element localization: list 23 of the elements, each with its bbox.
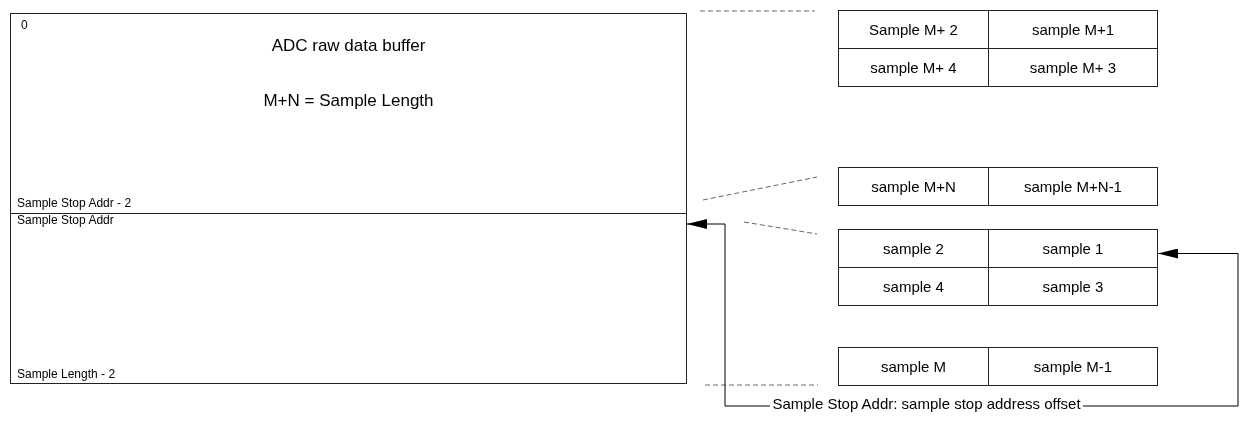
offset-note: Sample Stop Addr: sample stop address offset (772, 395, 1081, 417)
sample-cell: sample M (838, 347, 989, 386)
buffer-heading: ADC raw data buffer (270, 36, 427, 56)
sample-cell: Sample M+ 2 (838, 10, 989, 49)
sample-cell: sample 4 (838, 267, 989, 306)
sample-cell: sample M+N (838, 167, 989, 206)
sample-cell: sample M-1 (988, 347, 1158, 386)
sample-cell: sample M+ 4 (838, 48, 989, 87)
sample-cell: sample 2 (838, 229, 989, 268)
address-label: Sample Length - 2 (17, 367, 116, 381)
sample-cell: sample 1 (988, 229, 1158, 268)
address-label: Sample Stop Addr - 2 (17, 196, 132, 210)
buffer-region (10, 13, 687, 214)
sample-cell: sample 3 (988, 267, 1158, 306)
sample-cell: sample M+N-1 (988, 167, 1158, 206)
buffer-region (10, 213, 687, 384)
buffer-heading: M+N = Sample Length (262, 91, 435, 111)
sample-cell: sample M+1 (988, 10, 1158, 49)
arrow (1082, 248, 1239, 407)
address-label: Sample Stop Addr (17, 213, 114, 227)
address-label: 0 (21, 18, 28, 32)
arrow (686, 219, 771, 407)
sample-cell: sample M+ 3 (988, 48, 1158, 87)
